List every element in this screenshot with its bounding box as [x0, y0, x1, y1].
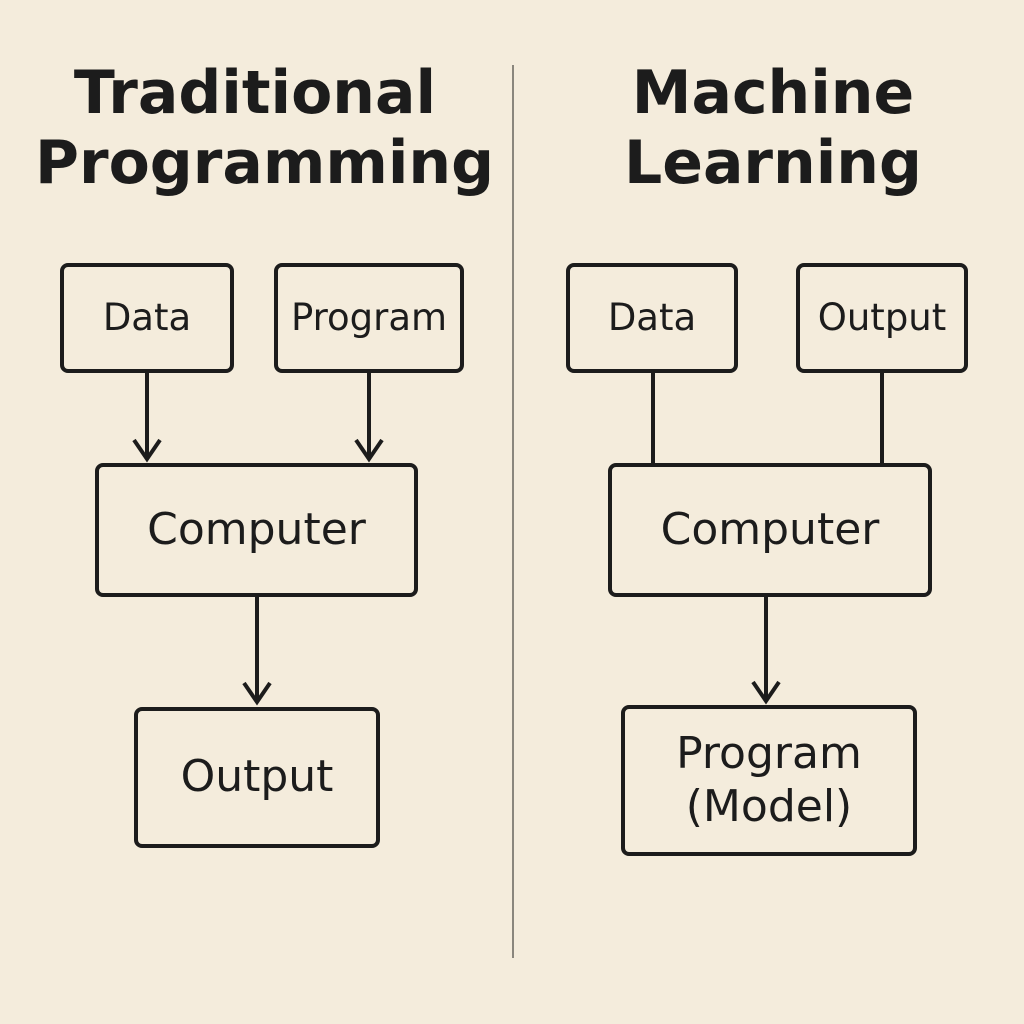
traditional-program-box: Program — [274, 263, 464, 373]
ml-model-box: Program (Model) — [621, 705, 917, 856]
traditional-computer-label: Computer — [147, 503, 366, 555]
traditional-title-line2: Programming — [35, 128, 495, 198]
ml-model-line1: Program — [676, 727, 862, 779]
traditional-computer-box: Computer — [95, 463, 418, 597]
ml-title-line1: Machine — [631, 58, 915, 128]
traditional-output-label: Output — [180, 751, 334, 803]
ml-title: Machine Learning — [553, 58, 993, 198]
traditional-title: Traditional Programming — [35, 58, 495, 198]
traditional-data-box: Data — [60, 263, 234, 373]
ml-model-line2: (Model) — [685, 780, 853, 832]
ml-data-box: Data — [566, 263, 738, 373]
traditional-program-label: Program — [290, 295, 448, 339]
ml-title-line2: Learning — [624, 128, 922, 198]
ml-computer-label: Computer — [660, 503, 880, 555]
arrow-computer-to-model — [751, 596, 781, 705]
arrow-program-to-computer — [354, 372, 384, 463]
ml-output-label: Output — [817, 295, 947, 339]
ml-output-box: Output — [796, 263, 968, 373]
ml-computer-box: Computer — [608, 463, 932, 597]
arrow-data-to-computer — [132, 372, 162, 463]
ml-data-label: Data — [607, 295, 697, 339]
traditional-title-line1: Traditional — [73, 58, 437, 128]
traditional-data-label: Data — [102, 295, 192, 339]
arrow-computer-to-output — [242, 596, 272, 706]
traditional-output-box: Output — [134, 707, 380, 848]
